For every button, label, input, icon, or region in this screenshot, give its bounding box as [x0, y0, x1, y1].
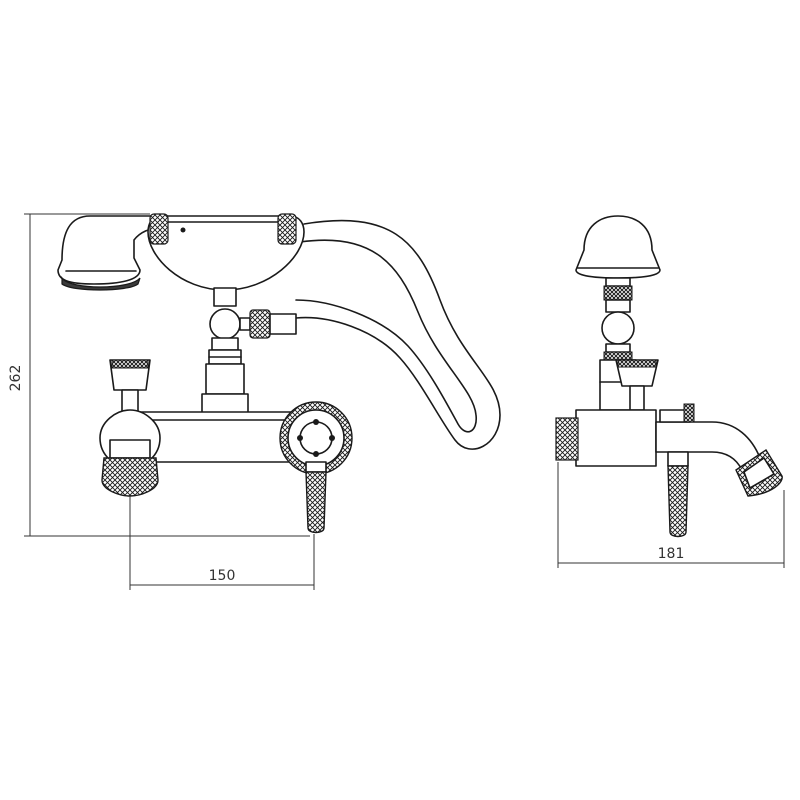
side-valve-top: [615, 359, 659, 411]
mixer-body: [139, 411, 301, 463]
width-dimension-front: 150: [129, 496, 315, 590]
height-dimension: 262: [8, 213, 310, 537]
height-dimension-label: 262: [8, 365, 24, 392]
side-body: [555, 403, 783, 497]
diverter-wheel: [279, 401, 353, 475]
shower-hose: [295, 219, 501, 450]
handset-body: [147, 213, 305, 291]
lever-handle: [305, 461, 327, 534]
width-dimension-side: 181: [557, 462, 785, 568]
width-dimension-front-label: 150: [209, 568, 236, 584]
cradle-stem: [201, 287, 249, 423]
left-valve: [99, 359, 161, 497]
handset-head: [57, 215, 161, 291]
front-view: 262 150: [8, 213, 501, 590]
width-dimension-side-label: 181: [658, 546, 685, 562]
side-lever: [667, 451, 689, 538]
hose-connector: [239, 309, 297, 339]
side-view: 181: [555, 215, 785, 568]
side-cradle: [575, 215, 661, 411]
